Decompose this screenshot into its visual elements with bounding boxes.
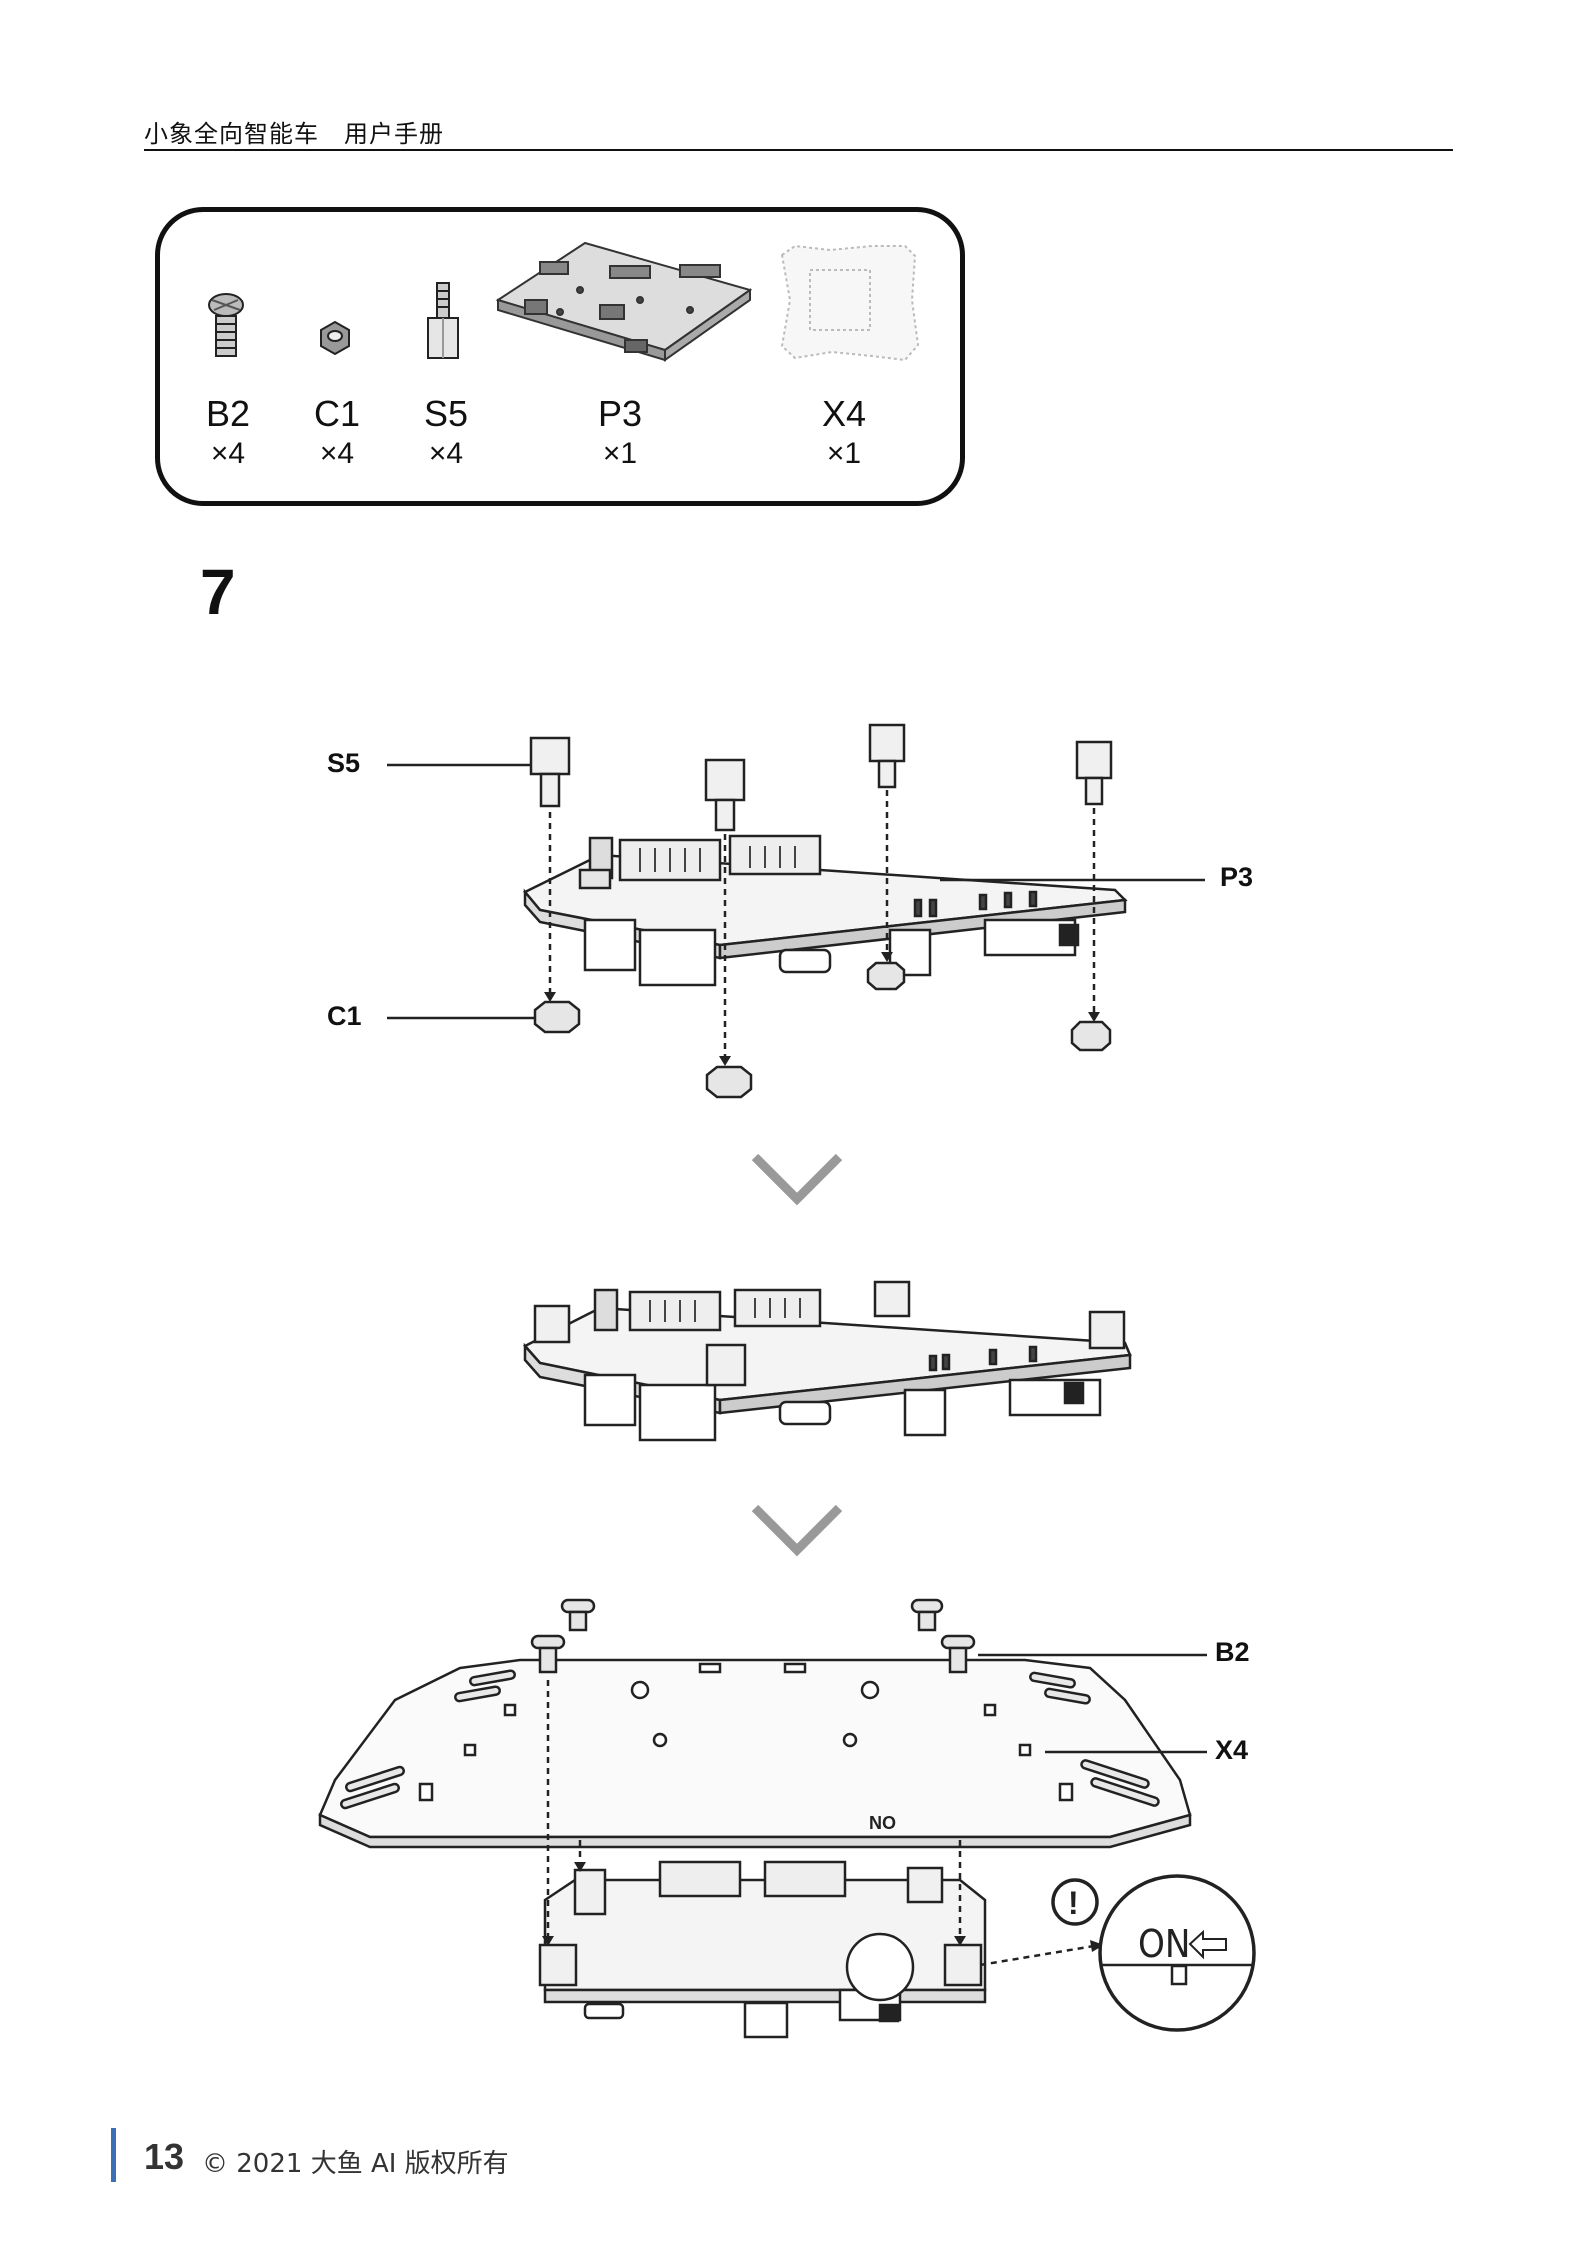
- parts-list-box: [155, 207, 965, 506]
- document-header-title: 小象全向智能车 用户手册: [144, 120, 444, 148]
- part-code-c1: C1: [313, 393, 361, 434]
- part-qty-x4: ×1: [826, 437, 862, 470]
- part-qty-p3: ×1: [602, 437, 638, 470]
- warning-mark: !: [1068, 1885, 1079, 1921]
- plate-on-label: ON: [869, 1812, 896, 1832]
- screw-icon: [208, 293, 244, 357]
- header-rule: [144, 149, 1453, 151]
- warning-icon: !: [1051, 1878, 1099, 1926]
- diagram-standoff-attach: [387, 723, 1205, 1099]
- callout-b2: B2: [1215, 1637, 1250, 1667]
- callout-s5: S5: [327, 748, 361, 778]
- footer-accent-bar: [111, 2128, 116, 2182]
- nut-icon: [320, 320, 350, 356]
- detail-on-label: ON: [1138, 1922, 1190, 1966]
- page-number: 13: [144, 2136, 185, 2177]
- standoff-icon: [427, 282, 459, 359]
- callout-c1: C1: [327, 1001, 362, 1031]
- callout-x4: X4: [1215, 1735, 1249, 1765]
- part-qty-b2: ×4: [210, 437, 246, 470]
- part-qty-s5: ×4: [428, 437, 464, 470]
- diagram-board-assembled: [522, 1280, 1132, 1442]
- chevron-down-icon: [751, 1153, 843, 1206]
- part-code-x4: X4: [821, 393, 867, 434]
- part-qty-c1: ×4: [319, 437, 355, 470]
- part-code-b2: B2: [205, 393, 251, 434]
- circuit-board-icon: [495, 241, 753, 362]
- copyright-notice: © 2021 大鱼 AI 版权所有: [202, 2149, 509, 2179]
- chassis-plate-icon: [780, 244, 920, 362]
- step-number: 7: [200, 556, 236, 628]
- chevron-down-icon: [751, 1504, 843, 1557]
- part-code-p3: P3: [597, 393, 643, 434]
- callout-p3: P3: [1220, 862, 1254, 892]
- diagram-plate-mount: ON: [318, 1598, 1256, 2039]
- part-code-s5: S5: [423, 393, 469, 434]
